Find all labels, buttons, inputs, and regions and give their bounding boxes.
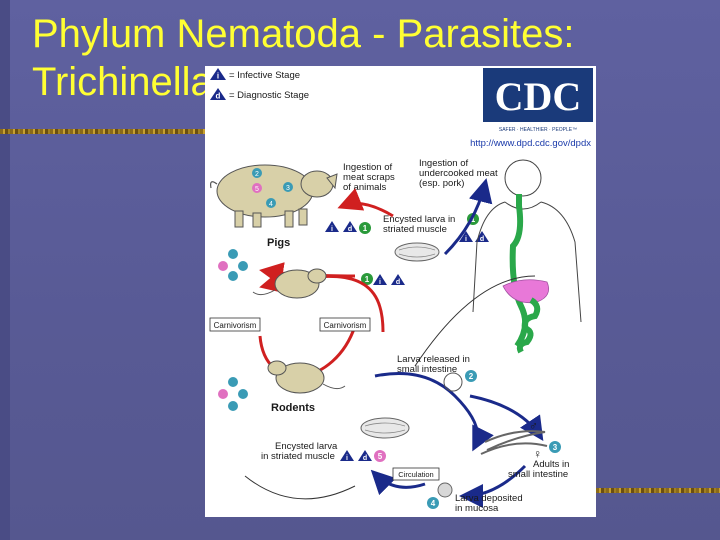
- svg-text:3: 3: [286, 185, 290, 192]
- arrow-to-circulation: [370, 469, 426, 496]
- larva-deposited-label-1: Larva deposited: [455, 493, 523, 504]
- stage-2-marker: [465, 370, 477, 382]
- svg-text:1: 1: [471, 215, 476, 224]
- decorative-stripe-top: [0, 129, 210, 134]
- rodent-illustration-2: [267, 360, 346, 394]
- stage-marker-1-middle: 1 i d: [361, 273, 405, 286]
- larva-deposited-label-2: in mucosa: [455, 503, 499, 514]
- svg-text:i: i: [346, 455, 348, 462]
- circulation-label: Circulation: [398, 470, 433, 479]
- encysted-bottom-label-1: Encysted larva: [275, 441, 338, 452]
- ingestion-scraps-label-2: meat scraps: [343, 172, 395, 183]
- ingestion-meat-label-2: undercooked meat: [419, 168, 498, 179]
- svg-text:4: 4: [431, 499, 436, 508]
- svg-text:5: 5: [255, 186, 259, 193]
- slide-title-line-1: Phylum Nematoda - Parasites:: [32, 12, 575, 56]
- slide-left-accent-bar: [0, 0, 10, 540]
- female-symbol: ♀: [533, 447, 542, 461]
- svg-text:d: d: [363, 455, 367, 462]
- arrow-larva-released: [374, 372, 494, 452]
- adults-label-1: Adults in: [533, 459, 569, 470]
- svg-text:i: i: [331, 226, 333, 233]
- cdc-logo-tagline: SAFER · HEALTHIER · PEOPLE™: [499, 127, 577, 133]
- line-to-rodent: [244, 475, 356, 500]
- infective-mark: i: [217, 72, 219, 81]
- svg-text:4: 4: [269, 201, 273, 208]
- svg-text:i: i: [379, 279, 381, 286]
- infective-stage-icon: [210, 68, 226, 80]
- encysted-top-label-2: striated muscle: [383, 224, 447, 235]
- legend-infective-label: = Infective Stage: [229, 70, 300, 81]
- stage-marker-5: i d 5: [340, 450, 386, 462]
- released-larva-coil: [443, 372, 463, 392]
- svg-text:d: d: [348, 226, 352, 233]
- larva-released-label-2: small intestine: [397, 364, 457, 375]
- human-silhouette: [472, 159, 582, 354]
- legend-diagnostic: d = Diagnostic Stage: [210, 88, 309, 101]
- arrow-to-mucosa: [459, 464, 527, 508]
- line-to-intestine: [414, 275, 536, 367]
- muscle-cyst-bottom: [360, 417, 410, 439]
- ingestion-meat-label-1: Ingestion of: [419, 158, 468, 169]
- svg-text:2: 2: [469, 372, 474, 381]
- carnivorism-right-box: [319, 317, 371, 332]
- muscle-cyst-top: [394, 242, 440, 262]
- slide-title: Phylum Nematoda - Parasites: Trichinella: [32, 10, 692, 106]
- svg-text:d: d: [396, 279, 400, 286]
- ingestion-scraps-label-3: of animals: [343, 182, 387, 193]
- legend-infective: i = Infective Stage: [210, 68, 300, 81]
- carnivorism-left-label: Carnivorism: [214, 321, 257, 330]
- stage-3-marker: [549, 441, 561, 453]
- decorative-stripe-bottom: [596, 488, 720, 493]
- larva-released-label-1: Larva released in: [397, 354, 470, 365]
- carnivorism-left-box: [209, 317, 261, 332]
- adult-worms: [480, 430, 548, 455]
- svg-text:2: 2: [255, 171, 259, 178]
- rodent-cycle-1: [218, 249, 248, 281]
- slide-title-line-2: Trichinella: [32, 60, 213, 104]
- carnivorism-right-label: Carnivorism: [324, 321, 367, 330]
- liver: [502, 279, 550, 304]
- arrow-to-human: [443, 178, 493, 256]
- diagnostic-mark: d: [216, 92, 221, 101]
- svg-text:i: i: [465, 236, 467, 243]
- rodents-label: Rodents: [271, 402, 315, 414]
- svg-text:d: d: [480, 236, 484, 243]
- cdc-url: http://www.dpd.cdc.gov/dpdx: [470, 138, 591, 149]
- pig-internal-cycle: 2 3 4 5: [252, 168, 293, 208]
- svg-text:5: 5: [378, 452, 383, 461]
- svg-text:1: 1: [363, 224, 368, 233]
- male-symbol: ♂: [529, 419, 538, 433]
- ingestion-scraps-label-1: Ingestion of: [343, 162, 392, 173]
- cdc-logo-box: [483, 68, 593, 122]
- arrow-to-pig: [337, 188, 394, 218]
- adults-label-2: small intestine: [508, 469, 568, 480]
- encysted-bottom-label-2: in striated muscle: [261, 451, 335, 462]
- stage-marker-1-top: i d 1: [325, 221, 371, 234]
- diagnostic-stage-icon: [210, 88, 226, 100]
- encysted-top-label-1: Encysted larva in: [383, 214, 455, 225]
- mucosa-larva-icon: [437, 482, 453, 498]
- stage-marker-1-human: 1 i d: [459, 213, 489, 243]
- pig-illustration: [210, 164, 338, 228]
- legend-diagnostic-label: = Diagnostic Stage: [229, 90, 309, 101]
- cdc-logo-text: CDC: [495, 74, 582, 119]
- intestine: [516, 297, 541, 354]
- rodent-cycle-2: [218, 377, 248, 411]
- svg-text:3: 3: [553, 443, 558, 452]
- ingestion-meat-label-3: (esp. pork): [419, 178, 464, 189]
- rodent-illustration-1: [252, 268, 327, 299]
- lifecycle-diagram: i = Infective Stage d = Diagnostic Stage…: [209, 68, 593, 514]
- pigs-label: Pigs: [267, 237, 290, 249]
- svg-text:1: 1: [365, 275, 370, 284]
- lifecycle-figure: i = Infective Stage d = Diagnostic Stage…: [205, 66, 596, 517]
- cdc-logo: CDC SAFER · HEALTHIER · PEOPLE™: [483, 68, 593, 133]
- stage-4-marker: [427, 497, 439, 509]
- circulation-box: [392, 467, 440, 481]
